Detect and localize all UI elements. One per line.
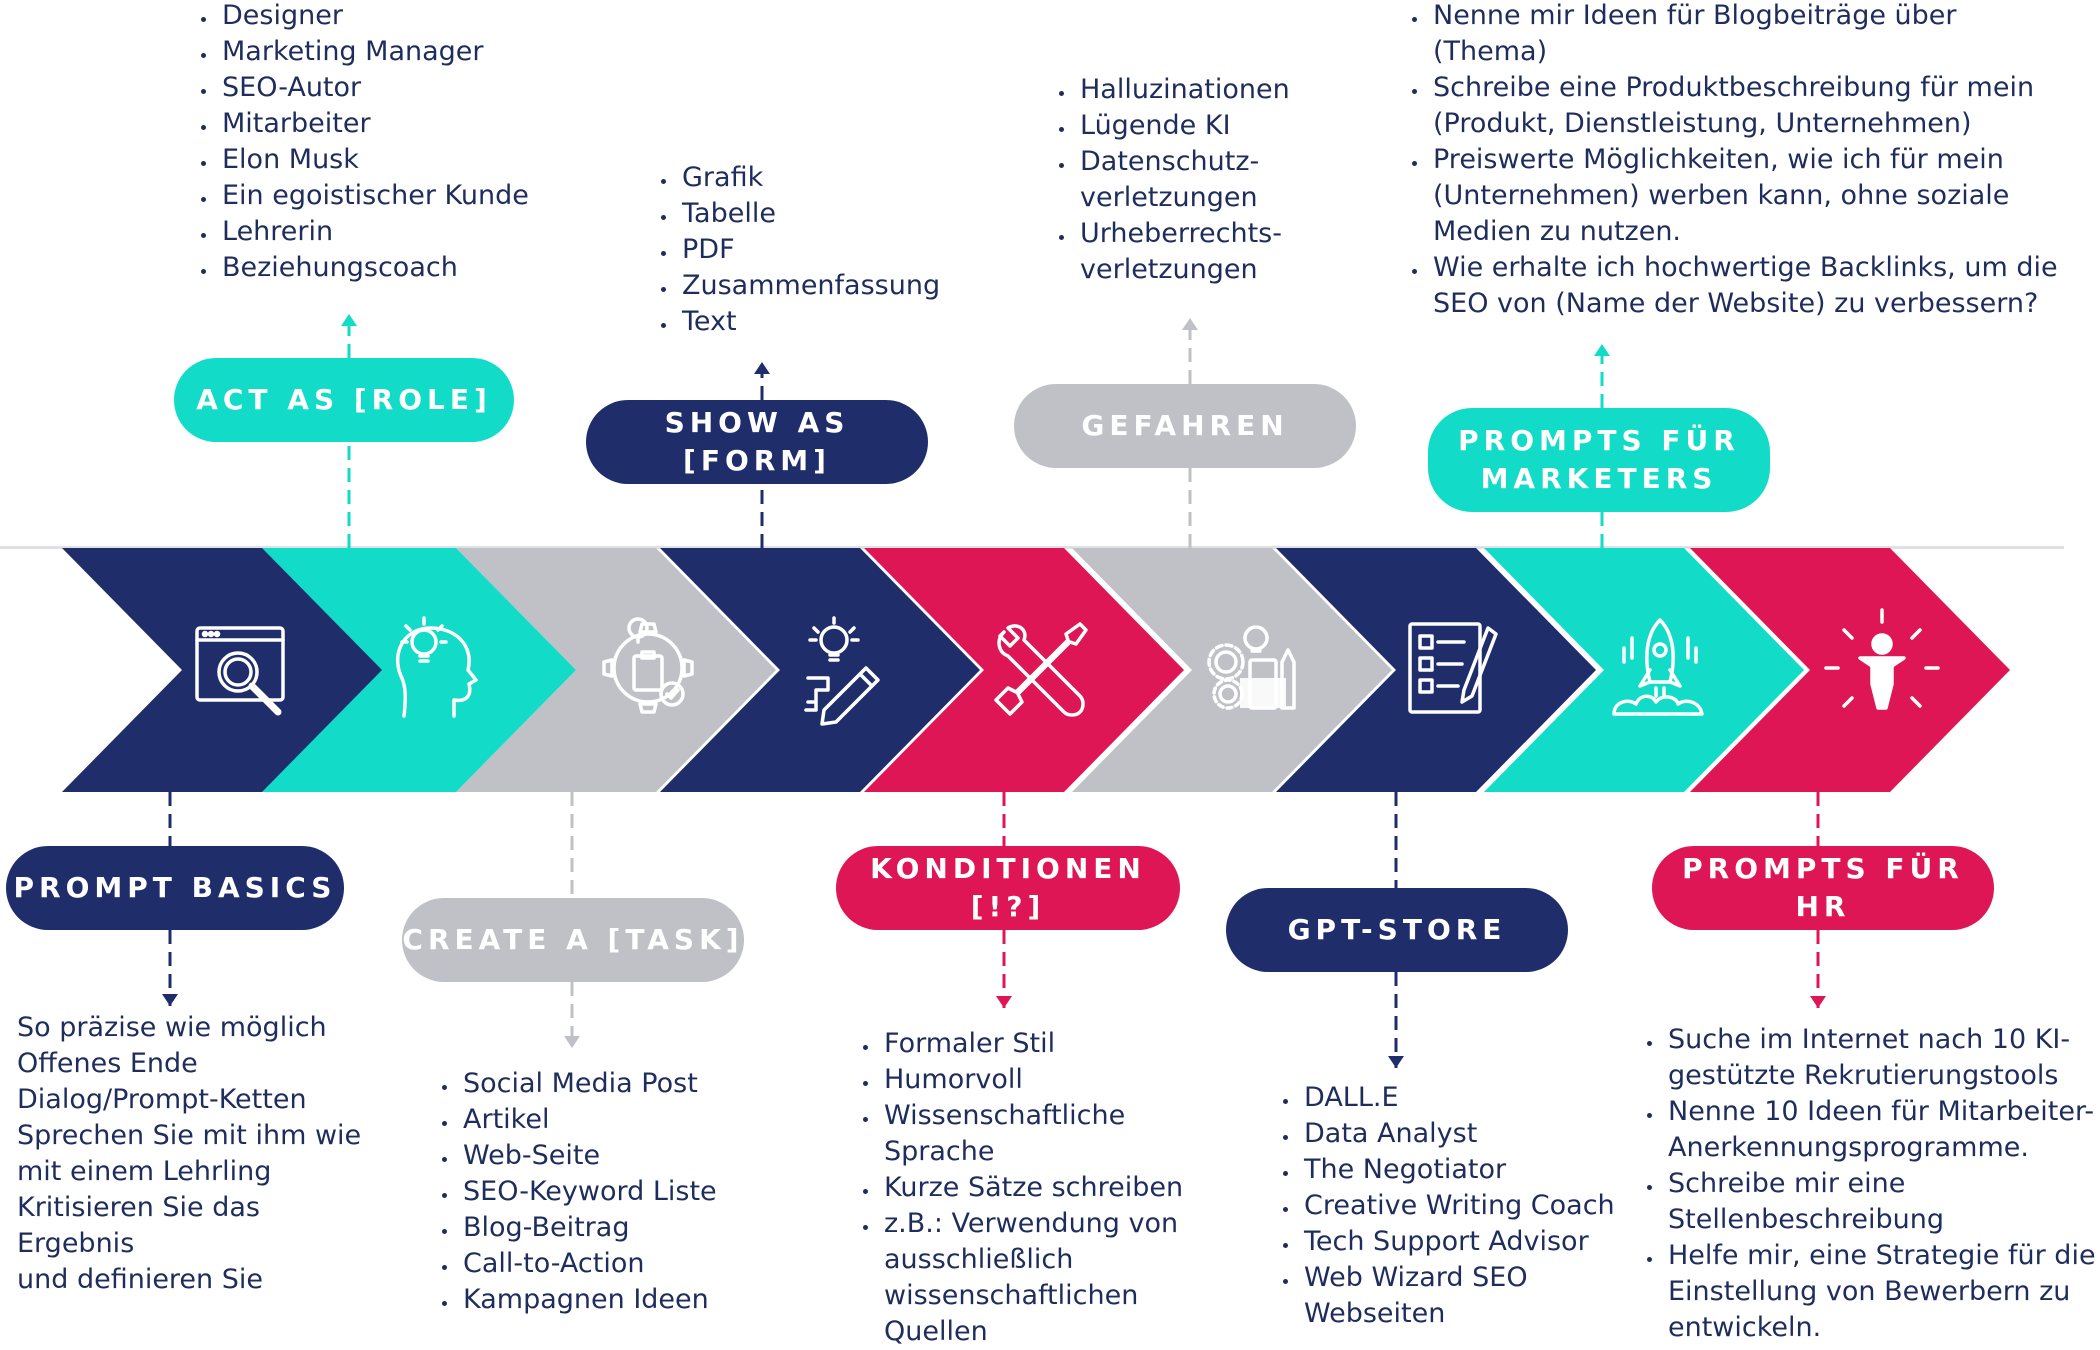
list-item: Helfe mir, eine Strategie für die Einste… — [1664, 1238, 2100, 1346]
list-item: Nenne 10 Ideen für Mitarbeiter-Anerkennu… — [1664, 1094, 2100, 1166]
checklist-pen-icon — [1408, 622, 1498, 714]
list-item: Datenschutz-verletzungen — [1076, 144, 1316, 216]
pill-konditionen: KONDITIONEN [!?] — [836, 846, 1180, 930]
arrow-up-icon — [1594, 344, 1610, 356]
chevron-act-as-role — [256, 548, 576, 792]
list-item: Designer — [218, 0, 618, 34]
pill-create-a-task: CREATE A [TASK] — [402, 898, 744, 982]
list-item: Humorvoll — [880, 1062, 1220, 1098]
pill-show-as-form: SHOW AS [FORM] — [586, 400, 928, 484]
list-item: Urheberrechts-verletzungen — [1076, 216, 1316, 288]
list-item: Schreibe mir eine Stellenbeschreibung — [1664, 1166, 2100, 1238]
gear-clipboard-icon — [602, 617, 694, 714]
list-item: DALL.E — [1300, 1080, 1640, 1116]
list-item: SEO-Keyword Liste — [459, 1174, 799, 1210]
process-diagram — [0, 314, 2064, 1068]
list-item: Preiswerte Möglichkeiten, wie ich für me… — [1429, 142, 2069, 250]
list-konditionen: Formaler Stil Humorvoll Wissenschaftlich… — [844, 1026, 1220, 1350]
list-item: Formaler Stil — [880, 1026, 1220, 1062]
list-act-as-role: Designer Marketing Manager SEO-Autor Mit… — [182, 0, 618, 286]
list-item: Creative Writing Coach — [1300, 1188, 1640, 1224]
arrow-down-icon — [1388, 1056, 1404, 1068]
list-item: Web Wizard SEO Webseiten — [1300, 1260, 1640, 1332]
arrow-down-icon — [564, 1036, 580, 1048]
list-item: Kurze Sätze schreiben — [880, 1170, 1220, 1206]
pill-act-as-role: ACT AS [ROLE] — [174, 358, 514, 442]
browser-search-icon — [195, 626, 285, 716]
list-item: Tabelle — [678, 196, 998, 232]
chevron-create-a-task — [456, 548, 776, 792]
list-item: SEO-Autor — [218, 70, 618, 106]
head-lightbulb-icon — [395, 616, 478, 718]
arrow-up-icon — [1182, 318, 1198, 330]
list-item: Kampagnen Ideen — [459, 1282, 799, 1318]
gears-idea-icon — [1207, 625, 1296, 710]
list-item: z.B.: Verwendung von ausschließlich wiss… — [880, 1206, 1220, 1350]
list-item: mit einem Lehrling — [17, 1156, 272, 1187]
list-item: Wissenschaftliche Sprache — [880, 1098, 1220, 1170]
list-item: Nenne mir Ideen für Blogbeiträge über (T… — [1429, 0, 2069, 70]
wrench-screwdriver-icon — [994, 622, 1088, 717]
lightbulb-pencil-icon — [804, 616, 880, 726]
list-item: Grafik — [678, 160, 998, 196]
pill-prompts-hr: PROMPTS FÜR HR — [1652, 846, 1994, 930]
list-item: Marketing Manager — [218, 34, 618, 70]
chevron-prompt-basics — [62, 548, 382, 792]
list-show-as-form: Grafik Tabelle PDF Zusammenfassung Text — [642, 160, 998, 340]
list-item: Lehrerin — [218, 214, 618, 250]
list-item: Lügende KI — [1076, 108, 1316, 144]
list-item: The Negotiator — [1300, 1152, 1640, 1188]
arrow-down-icon — [996, 996, 1012, 1008]
arrow-up-icon — [341, 314, 357, 326]
list-item: Social Media Post — [459, 1066, 799, 1102]
list-item: Tech Support Advisor — [1300, 1224, 1640, 1260]
list-item: Mitarbeiter — [218, 106, 618, 142]
list-prompt-basics: So präzise wie möglich Offenes Ende Dial… — [17, 1010, 377, 1298]
list-item: Blog-Beitrag — [459, 1210, 799, 1246]
list-item: Sprechen Sie mit ihm wie — [17, 1120, 362, 1151]
list-item: Zusammenfassung — [678, 268, 998, 304]
chevron-show-as-form — [660, 548, 980, 792]
list-item: Elon Musk — [218, 142, 618, 178]
list-item: PDF — [678, 232, 998, 268]
pill-gefahren: GEFAHREN — [1014, 384, 1356, 468]
list-item: Kritisieren Sie das Ergebnis — [17, 1192, 260, 1259]
list-item: So präzise wie möglich — [17, 1012, 327, 1043]
arrow-down-icon — [162, 994, 178, 1006]
list-prompts-hr: Suche im Internet nach 10 KI-gestützte R… — [1628, 1022, 2100, 1346]
rocket-icon — [1612, 618, 1704, 716]
arrow-down-icon — [1810, 996, 1826, 1008]
list-create-a-task: Social Media Post Artikel Web-Seite SEO-… — [423, 1066, 799, 1318]
list-gefahren: Halluzinationen Lügende KI Datenschutz-v… — [1040, 72, 1316, 288]
pill-prompts-marketers: PROMPTS FÜR MARKETERS — [1428, 408, 1770, 512]
list-item: Suche im Internet nach 10 KI-gestützte R… — [1664, 1022, 2100, 1094]
list-item: Offenes Ende — [17, 1048, 198, 1079]
list-item: Beziehungscoach — [218, 250, 618, 286]
list-item: Ein egoistischer Kunde — [218, 178, 618, 214]
list-item: Halluzinationen — [1076, 72, 1316, 108]
list-item: Web-Seite — [459, 1138, 799, 1174]
list-item: Text — [678, 304, 998, 340]
chevron-prompts-marketers — [1484, 548, 1804, 792]
arrow-up-icon — [754, 362, 770, 374]
list-item: Schreibe eine Produktbeschreibung für me… — [1429, 70, 2069, 142]
list-item: Wie erhalte ich hochwertige Backlinks, u… — [1429, 250, 2069, 322]
list-prompts-marketers: Nenne mir Ideen für Blogbeiträge über (T… — [1393, 0, 2069, 322]
person-burst-icon — [1824, 608, 1940, 710]
pill-gpt-store: GPT-STORE — [1226, 888, 1568, 972]
list-item: und definieren Sie — [17, 1264, 263, 1295]
chevron-prompts-hr — [1690, 548, 2010, 792]
list-item: Dialog/Prompt-Ketten — [17, 1084, 307, 1115]
connectors — [168, 314, 1820, 1068]
list-item: Artikel — [459, 1102, 799, 1138]
list-item: Data Analyst — [1300, 1116, 1640, 1152]
chevron-gpt-store — [1276, 548, 1596, 792]
arrowheads — [162, 314, 1826, 1068]
list-gpt-store: DALL.E Data Analyst The Negotiator Creat… — [1264, 1080, 1640, 1332]
list-item: Call-to-Action — [459, 1246, 799, 1282]
pill-prompt-basics: PROMPT BASICS — [6, 846, 344, 930]
